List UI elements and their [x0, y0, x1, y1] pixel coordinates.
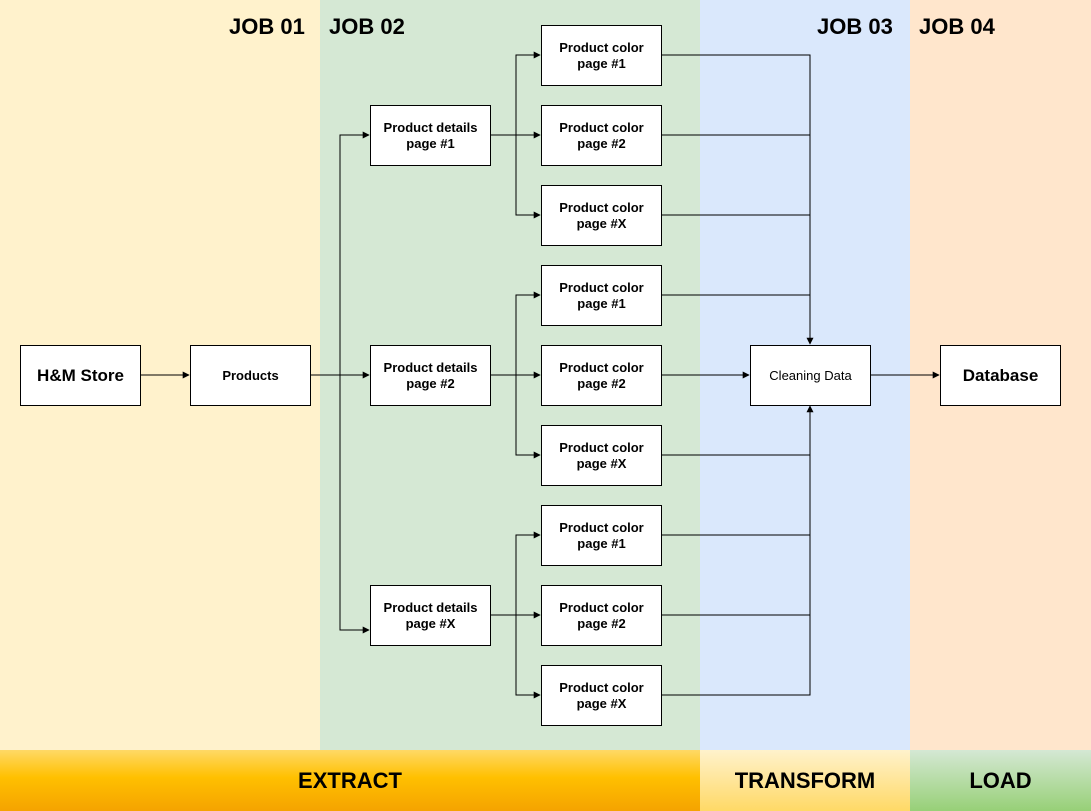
- edge-detail-2-color-1: [490, 291, 541, 376]
- node-color-x-1: Product color page #1: [541, 505, 662, 566]
- edge-detail-1-color-x: [490, 134, 541, 219]
- node-product-details-1: Product details page #1: [370, 105, 491, 166]
- phase-extract: EXTRACT: [0, 750, 700, 811]
- node-product-details-x: Product details page #X: [370, 585, 491, 646]
- node-cleaning-data: Cleaning Data: [750, 345, 871, 406]
- job-02-title: JOB 02: [329, 14, 405, 39]
- edge-detail-x-color-1: [490, 531, 541, 616]
- node-products: Products: [190, 345, 311, 406]
- node-color-1-x: Product color page #X: [541, 185, 662, 246]
- edge-detail-x-color-x: [490, 614, 541, 699]
- edge-color-x-x-cleaning: [661, 405, 814, 696]
- phase-load: LOAD: [910, 750, 1091, 811]
- node-color-2-1: Product color page #1: [541, 265, 662, 326]
- node-color-2-x: Product color page #X: [541, 425, 662, 486]
- node-color-2-2: Product color page #2: [541, 345, 662, 406]
- node-hm-store: H&M Store: [20, 345, 141, 406]
- job-01-title: JOB 01: [229, 14, 305, 39]
- node-product-details-2: Product details page #2: [370, 345, 491, 406]
- job-03-title: JOB 03: [817, 14, 893, 39]
- node-color-1-1: Product color page #1: [541, 25, 662, 86]
- edge-products-detail-1: [310, 131, 370, 376]
- node-color-1-2: Product color page #2: [541, 105, 662, 166]
- phase-transform: TRANSFORM: [700, 750, 910, 811]
- node-database: Database: [940, 345, 1061, 406]
- edge-products-detail-x: [310, 374, 370, 634]
- node-color-x-x: Product color page #X: [541, 665, 662, 726]
- edge-color-1-1-cleaning: [661, 54, 814, 345]
- job-04-title: JOB 04: [919, 14, 995, 39]
- node-color-x-2: Product color page #2: [541, 585, 662, 646]
- edge-detail-2-color-x: [490, 374, 541, 459]
- edge-detail-1-color-1: [490, 51, 541, 136]
